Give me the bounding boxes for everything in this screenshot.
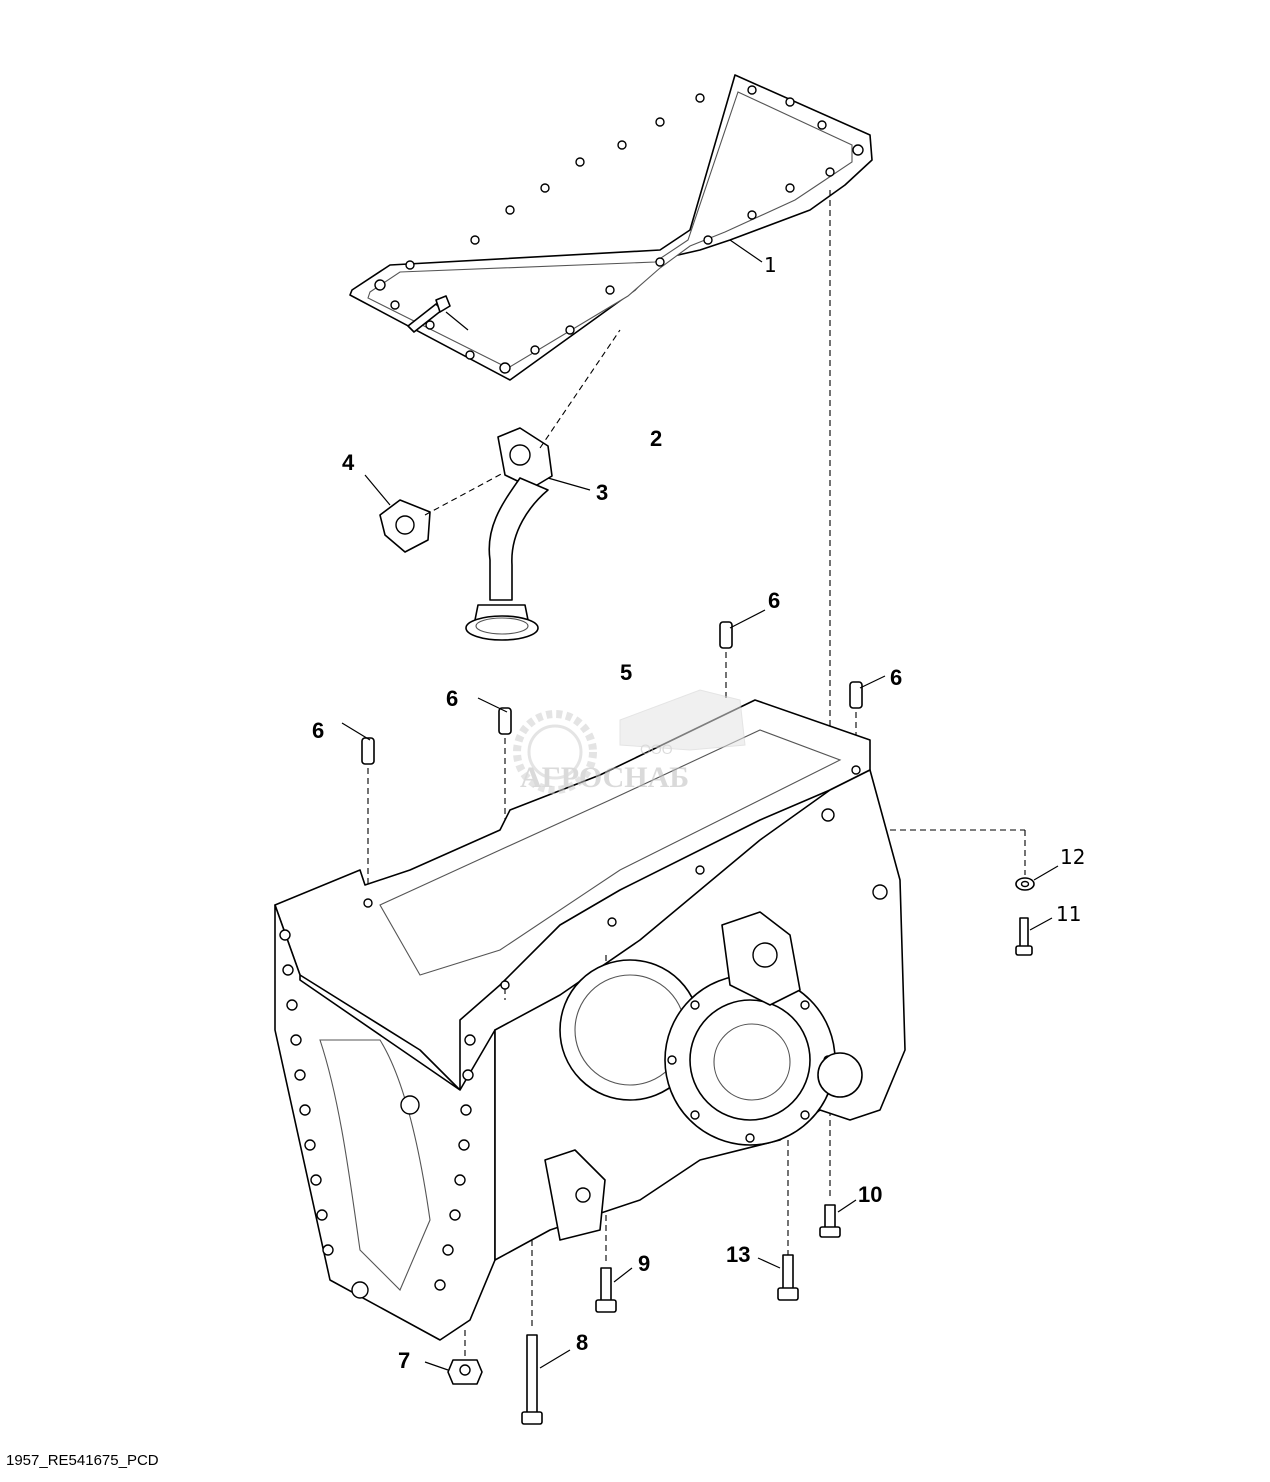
dash-2-3 bbox=[539, 329, 621, 449]
callout-9: 9 bbox=[638, 1251, 650, 1276]
leader-13 bbox=[757, 1257, 781, 1269]
dash-4-3 bbox=[424, 471, 506, 516]
gasket-part-4 bbox=[379, 499, 431, 553]
callout-1: 1 bbox=[764, 253, 777, 277]
leader-6c bbox=[729, 609, 766, 629]
leader-4 bbox=[364, 474, 391, 506]
callout-4: 4 bbox=[342, 450, 355, 475]
callout-13: 13 bbox=[726, 1242, 750, 1267]
callout-11: 11 bbox=[1056, 902, 1081, 926]
bolt-part-11 bbox=[1015, 917, 1033, 956]
leader-12 bbox=[1033, 865, 1059, 881]
callout-6-right: 6 bbox=[890, 665, 902, 690]
callout-6-top: 6 bbox=[768, 588, 780, 613]
leader-3 bbox=[547, 477, 591, 491]
callout-3: 3 bbox=[596, 480, 608, 505]
leader-6d bbox=[859, 675, 886, 689]
callout-5: 5 bbox=[620, 660, 632, 685]
bolt-part-8 bbox=[521, 1334, 543, 1425]
drawing-code: 1957_RE541675_PCD bbox=[6, 1452, 159, 1469]
leader-8 bbox=[539, 1349, 571, 1369]
dowel-pins-part-6 bbox=[361, 621, 863, 765]
leader-10 bbox=[837, 1199, 857, 1213]
leader-2 bbox=[445, 311, 469, 331]
bolt-part-2 bbox=[407, 295, 451, 333]
callout-6-left: 6 bbox=[312, 718, 324, 743]
callout-12: 12 bbox=[1060, 845, 1085, 869]
callout-10: 10 bbox=[858, 1182, 882, 1207]
leader-6a bbox=[341, 722, 371, 741]
suction-tube-part-3 bbox=[465, 427, 553, 641]
housing-part-5 bbox=[274, 699, 906, 1341]
leader-9 bbox=[613, 1267, 633, 1283]
washer-part-12 bbox=[1015, 877, 1035, 891]
bolt-part-10 bbox=[819, 1204, 841, 1238]
watermark-brand: АГРОСНАБ bbox=[520, 761, 689, 794]
callout-6-center: 6 bbox=[446, 686, 458, 711]
bolt-part-9 bbox=[595, 1267, 617, 1313]
callout-8: 8 bbox=[576, 1330, 588, 1355]
watermark-prefix: ООО bbox=[640, 741, 673, 757]
leader-6b bbox=[477, 697, 508, 713]
gasket-part-1 bbox=[349, 74, 873, 381]
leader-7 bbox=[424, 1361, 449, 1371]
nut-part-7 bbox=[447, 1359, 483, 1385]
leader-1 bbox=[729, 239, 763, 263]
leader-11 bbox=[1029, 917, 1053, 931]
callout-7: 7 bbox=[398, 1348, 410, 1373]
bolt-part-13 bbox=[777, 1254, 799, 1301]
agrosnab-watermark-logo: ООО АГРОСНАБ bbox=[513, 689, 746, 794]
callout-2: 2 bbox=[650, 426, 662, 451]
